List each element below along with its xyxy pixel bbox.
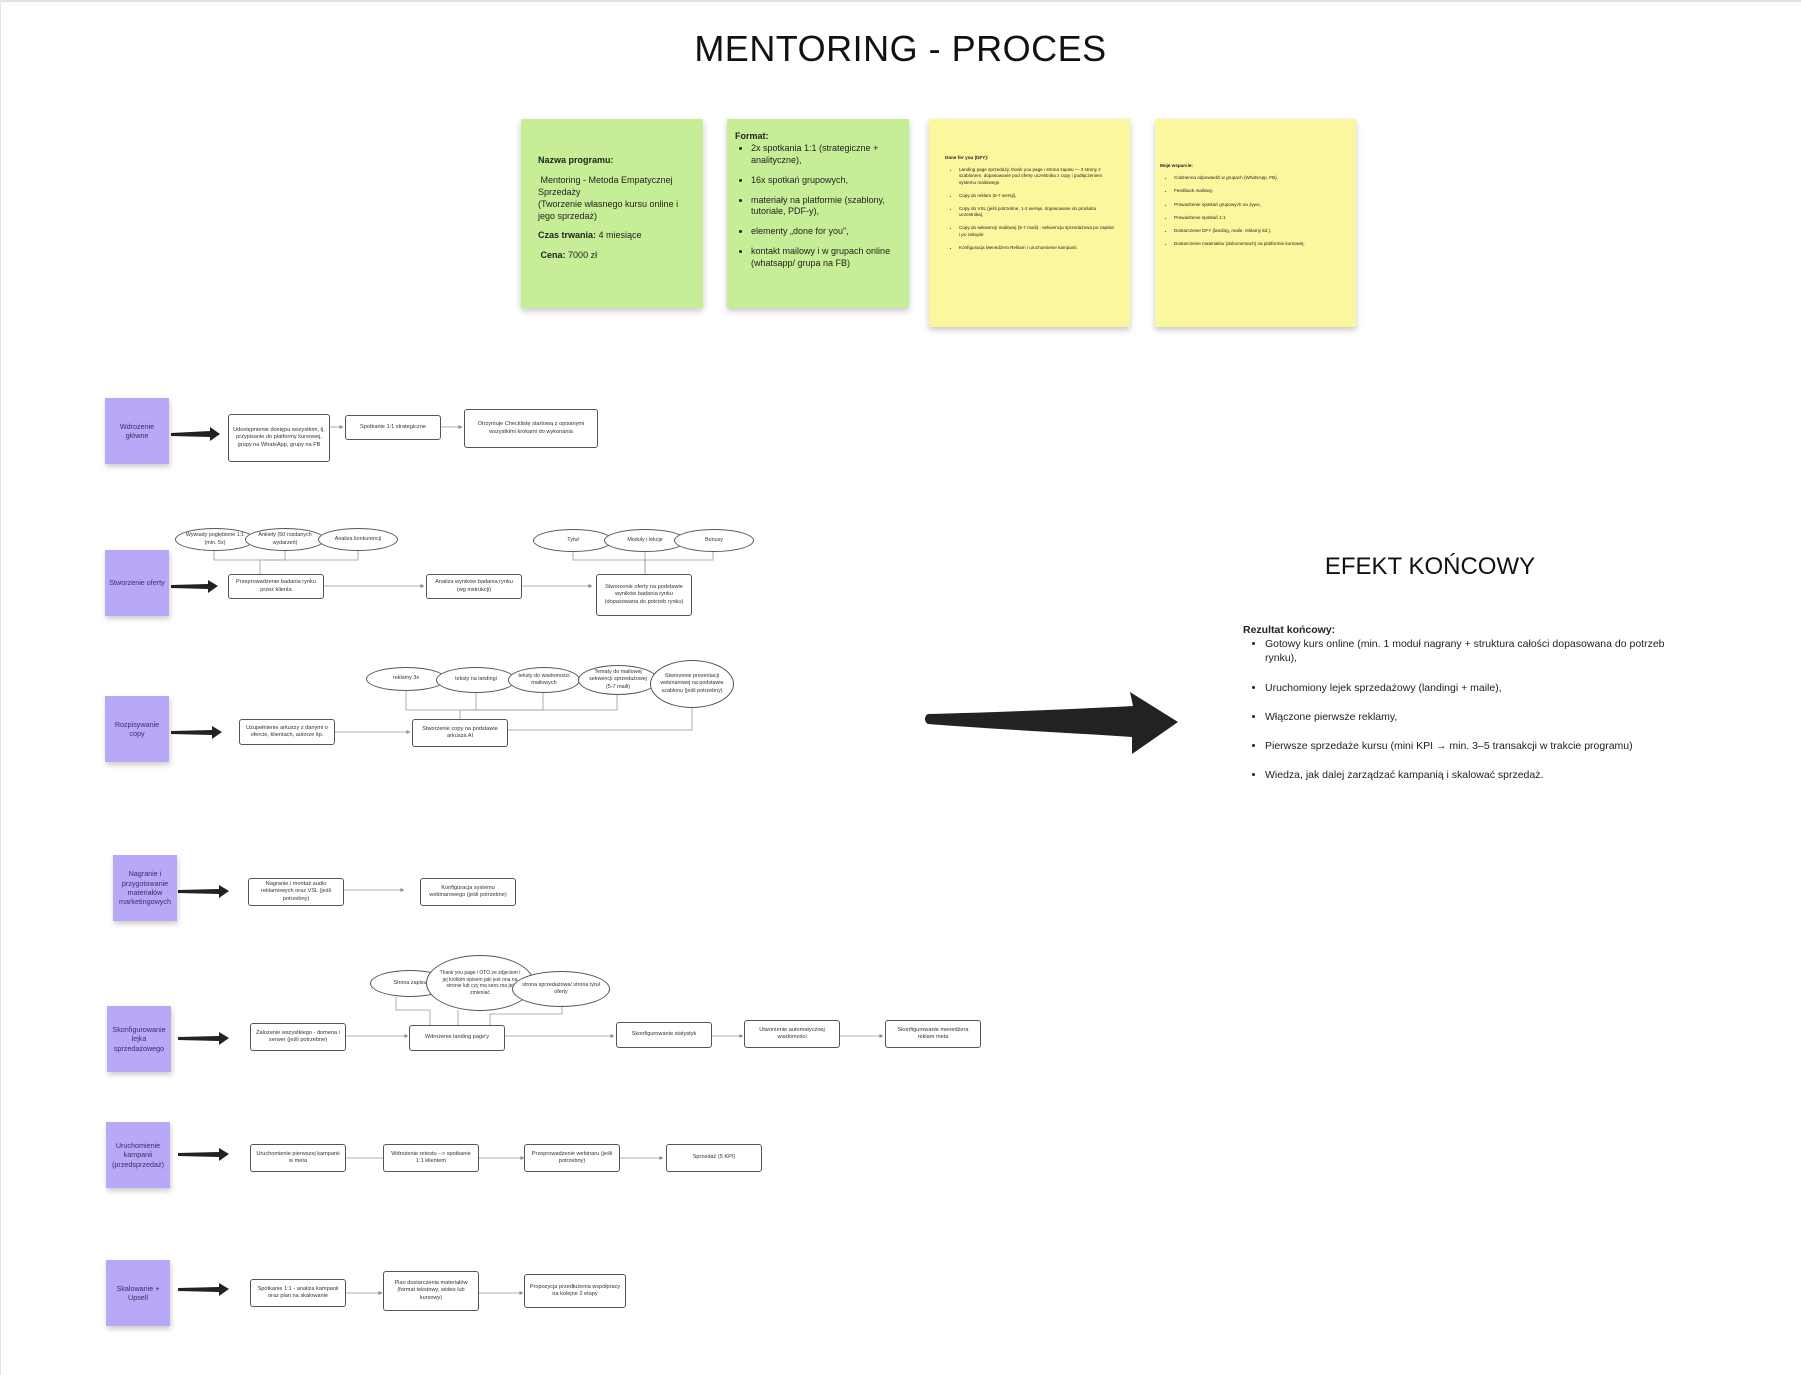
dfy-item: Landing page sprzedaży, thank you page i… <box>959 167 1116 186</box>
support-label: Moje wsparcie: <box>1160 163 1193 168</box>
support-item: Prowadzenie spotkań 1:1 <box>1174 215 1342 221</box>
process-bubble[interactable]: Bonusy <box>674 529 754 552</box>
process-step[interactable]: Spotkanie 1:1 strategiczne <box>345 415 441 440</box>
board-left-edge <box>0 0 1 1375</box>
format-item: kontakt mailowy i w grupach online (what… <box>751 246 897 270</box>
result-item: Uruchomiony lejek sprzedażowy (landingi … <box>1265 681 1683 695</box>
process-step[interactable]: Konfiguracja systemu webinarowego (jeśli… <box>420 878 516 906</box>
stage-label[interactable]: Skalowanie + Upsell <box>106 1260 170 1326</box>
process-step[interactable]: Nagranie i montaż audio reklamowych oraz… <box>248 878 344 906</box>
support-item: Codzienna odpowiedzi w grupach (WhatsApp… <box>1174 175 1342 181</box>
page-title: MENTORING - PROCES <box>694 28 1107 69</box>
price-value: 7000 zł <box>568 250 598 261</box>
dfy-item: Copy do reklam (5-7 wersji), <box>959 193 1116 199</box>
support-item: Dostarczenie materiałów (dokumentach) na… <box>1174 241 1342 247</box>
program-name-value: Mentoring - Metoda Empatycznej Sprzedaży <box>538 174 673 197</box>
dfy-label: Done for you (DFY): <box>945 155 989 160</box>
board-top-edge <box>0 0 1801 2</box>
process-step[interactable]: Uruchomienie pierwszej kampanii w meta <box>250 1144 346 1172</box>
process-bubble[interactable]: reklamy 3x <box>366 667 446 691</box>
process-step[interactable]: Otrzymuje Checklistę startową z opisanym… <box>464 409 598 448</box>
process-step[interactable]: Przeprowadzenie webinaru (jeśli potrzebn… <box>524 1144 620 1172</box>
format-list: 2x spotkania 1:1 (strategiczne + anality… <box>735 143 897 270</box>
process-step[interactable]: Analiza wyników badania rynku (wg instru… <box>426 574 522 599</box>
process-step[interactable]: Stworzenie copy na podstawie arkusza AI <box>412 719 508 747</box>
process-step[interactable]: Wdrożenie retestu --> spotkanie 1:1 klie… <box>383 1144 479 1172</box>
process-step[interactable]: Plan dostarczenia materiałów (format tek… <box>383 1271 479 1311</box>
duration-value: 4 miesiące <box>598 230 642 241</box>
stage-label[interactable]: Skonfigurowanie lejka sprzedażowego <box>107 1006 171 1072</box>
process-step[interactable]: Uzupełnienie arkuszy z danymi o ofercie,… <box>239 719 335 745</box>
stage-arrows <box>171 427 229 1296</box>
process-bubble[interactable]: teksty na landingi <box>436 667 516 693</box>
format-item: materiały na platformie (szablony, tutor… <box>751 195 897 219</box>
process-step[interactable]: Wdrożenie landing page'y <box>409 1025 505 1051</box>
format-item: 16x spotkań grupowych, <box>751 175 897 187</box>
result-item: Pierwsze sprzedaże kursu (mini KPI → min… <box>1265 739 1683 753</box>
process-bubble[interactable]: Ankiety (50 rozdanych wydarzeń) <box>245 528 325 551</box>
process-bubble[interactable]: Tematy do mailowej sekwencji sprzedażowe… <box>578 665 658 695</box>
process-step[interactable]: Założenie wszystkiego - domena i serwer … <box>250 1023 346 1051</box>
process-bubble[interactable]: Tytuł <box>533 529 613 552</box>
format-label: Format: <box>735 131 769 141</box>
result-item: Gotowy kurs online (min. 1 moduł nagrany… <box>1265 637 1683 665</box>
process-step[interactable]: Propozycja przedłużenia współpracy na ko… <box>524 1274 626 1308</box>
result-item: Włączone pierwsze reklamy, <box>1265 710 1683 724</box>
format-item: 2x spotkania 1:1 (strategiczne + anality… <box>751 143 897 167</box>
process-bubble[interactable]: Thank you page i OTO ze zdjęciem i jej k… <box>426 955 534 1011</box>
process-bubble[interactable]: Analiza konkurencji <box>318 528 398 551</box>
support-item: Prowadzenie spotkań grupowych na żywo, <box>1174 202 1342 208</box>
sticky-note-dfy[interactable]: Done for you (DFY): Landing page sprzeda… <box>929 119 1130 327</box>
big-arrow-icon <box>925 692 1178 754</box>
efekt-title: EFEKT KOŃCOWY <box>1324 553 1536 580</box>
dfy-list: Landing page sprzedaży, thank you page i… <box>945 167 1116 251</box>
process-bubble[interactable]: Moduły i lekcje <box>604 529 686 552</box>
sticky-note-program[interactable]: Nazwa programu: Mentoring - Metoda Empat… <box>521 119 703 308</box>
dfy-item: Copy do VSL (jeśli potrzebne, 1-2 wersje… <box>959 206 1116 218</box>
format-item: elementy „done for you", <box>751 226 897 238</box>
process-step[interactable]: Przeprowadzenie badania rynku przez klie… <box>228 574 324 599</box>
sticky-note-support[interactable]: Moje wsparcie: Codzienna odpowiedzi w gr… <box>1155 119 1356 327</box>
stage-label[interactable]: Rozpisywanie copy <box>105 696 169 762</box>
program-name-label: Nazwa programu: <box>538 155 614 165</box>
process-bubble[interactable]: Stworzenie prezentacji webinarowej na po… <box>650 660 734 708</box>
process-step[interactable]: Utworzenie automatycznej wiadomości <box>744 1020 840 1048</box>
stage-label[interactable]: Stworzenie oferty <box>105 550 169 616</box>
support-list: Codzienna odpowiedzi w grupach (WhatsApp… <box>1160 175 1342 247</box>
process-step[interactable]: Spotkanie 1:1 - analiza kampanii oraz pl… <box>250 1279 346 1307</box>
sticky-note-format[interactable]: Format: 2x spotkania 1:1 (strategiczne +… <box>727 119 909 308</box>
result-label: Rezultat końcowy: <box>1243 624 1336 636</box>
stage-label[interactable]: Nagranie i przygotowanie materiałów mark… <box>113 855 177 921</box>
process-step[interactable]: Sprzedaż (5 KPI) <box>666 1144 762 1172</box>
process-bubble[interactable]: teksty do wiadomości mailowych <box>508 667 580 693</box>
stage-label[interactable]: Wdrożenie główne <box>105 398 169 464</box>
support-item: Feedback mailowy, <box>1174 188 1342 194</box>
duration-label: Czas trwania: <box>538 230 597 241</box>
dfy-item: Konfiguracja Menedżera Reklam i uruchomi… <box>959 245 1116 251</box>
efekt-summary: Rezultat końcowy: Gotowy kurs online (mi… <box>1243 623 1683 797</box>
program-name-sub: (Tworzenie własnego kursu online i jego … <box>538 198 679 221</box>
process-step[interactable]: Skonfigurowanie menedżera reklam meta <box>885 1020 981 1048</box>
result-list: Gotowy kurs online (min. 1 moduł nagrany… <box>1243 637 1683 782</box>
process-bubble[interactable]: strona sprzedażowa/ strona tytuł oferty <box>512 971 610 1007</box>
price-label: Cena: <box>540 250 566 261</box>
stage-label[interactable]: Uruchomienie kampanii (przedsprzedaż) <box>106 1122 170 1188</box>
dfy-item: Copy do sekwencji mailowej (5-7 maili) -… <box>959 225 1116 237</box>
process-bubble[interactable]: Wywiady pogłębione 1:1 (min. 5x) <box>175 528 255 551</box>
process-step[interactable]: Udostępnienie dostępu wszystkim, tj. prz… <box>228 414 330 462</box>
support-item: Dostarczenie DFY (landing, maile, reklam… <box>1174 228 1342 234</box>
process-step[interactable]: Skonfigurowanie statystyk <box>616 1022 712 1048</box>
process-step[interactable]: Stworzenie oferty na podstawie wyników b… <box>596 574 692 616</box>
result-item: Wiedza, jak dalej zarządzać kampanią i s… <box>1265 768 1683 782</box>
